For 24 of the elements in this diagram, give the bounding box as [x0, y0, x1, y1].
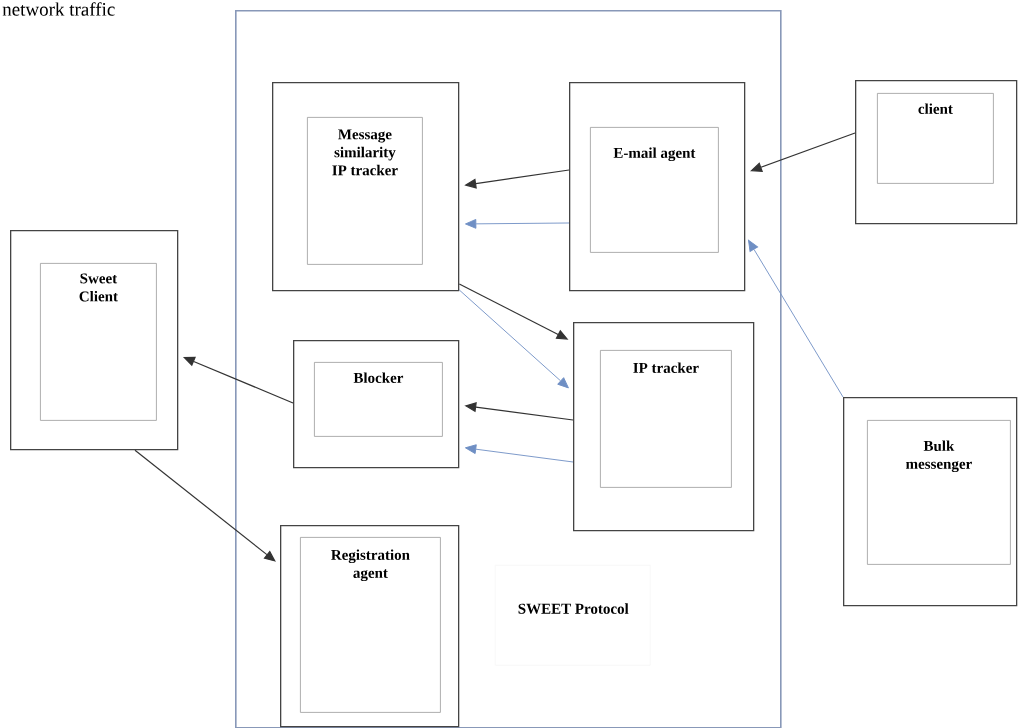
arrow: [748, 239, 844, 398]
container-box: [569, 82, 746, 292]
arrow: [750, 132, 856, 173]
arrow: [465, 218, 570, 229]
container-box: [855, 80, 1018, 225]
container-box: [280, 525, 460, 728]
protocol-label: SWEET Protocol: [495, 565, 651, 666]
container-box: [10, 230, 179, 451]
component-box: client: [877, 93, 994, 184]
arrow: [464, 444, 574, 463]
component-box: Message similarity IP tracker: [307, 117, 423, 265]
component-box: Registration agent: [300, 537, 441, 713]
component-box: Sweet Client: [40, 263, 157, 421]
container-box: [573, 322, 755, 532]
component-box: IP tracker: [600, 350, 732, 488]
container-box: [293, 340, 460, 469]
component-box: Bulk messenger: [867, 420, 1011, 565]
container-box: [272, 82, 460, 292]
protocol-frame: [235, 10, 782, 728]
caption-text: network traffic: [2, 2, 115, 16]
arrow: [458, 289, 569, 389]
component-box: Blocker: [314, 362, 443, 437]
container-box: [843, 397, 1018, 607]
component-box: E-mail agent: [590, 127, 719, 253]
